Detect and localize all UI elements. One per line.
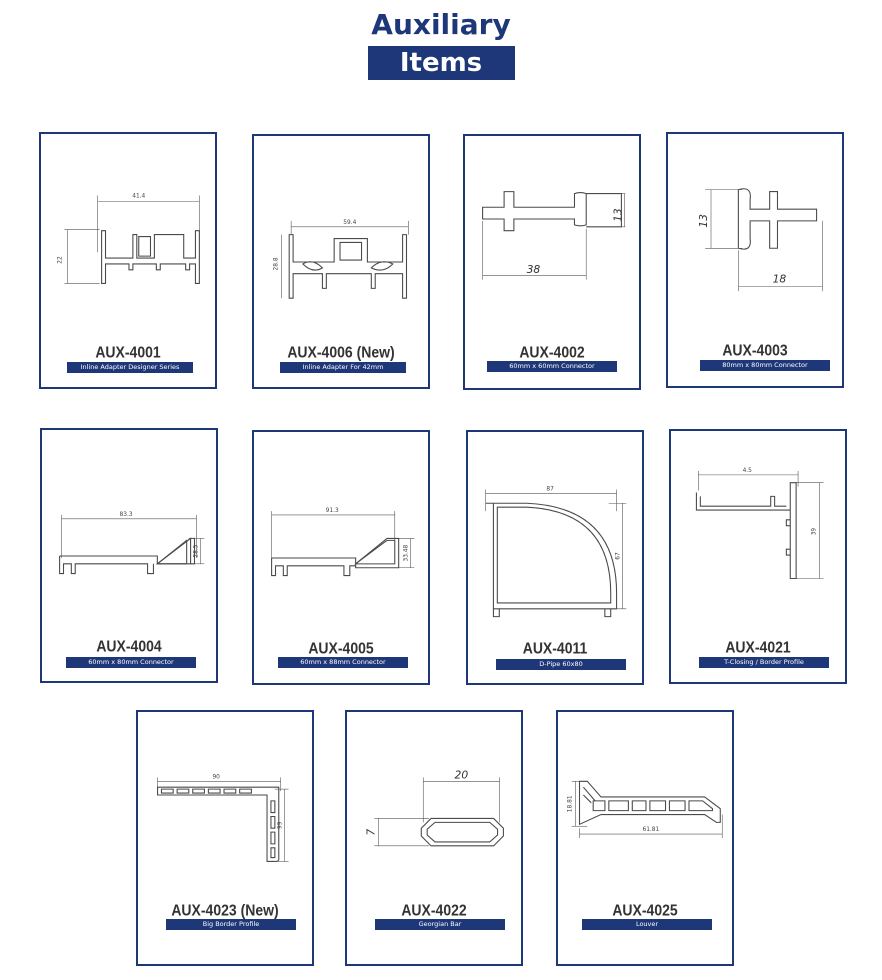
product-caption: Georgian Bar: [375, 919, 505, 930]
product-caption: 80mm x 80mm Connector: [700, 360, 830, 371]
page-title: Auxiliary Items: [0, 6, 882, 80]
product-caption: 60mm x 60mm Connector: [487, 361, 617, 372]
profile-drawing-aux-4023: 90 99: [157, 774, 289, 862]
profile-drawing-aux-4022: 20 7: [364, 768, 504, 847]
product-code: AUX-4025: [612, 900, 678, 920]
product-card-aux-4022[interactable]: 20 7 AUX-4022 Georgian Bar: [345, 710, 523, 966]
product-code: AUX-4002: [519, 342, 585, 362]
dim-label: 20: [455, 768, 469, 781]
product-code: AUX-4021: [725, 637, 791, 657]
product-card-aux-4001[interactable]: 41.4 22 AUX-4001 Inline Adapter Designer…: [39, 132, 217, 389]
product-caption: 60mm x 88mm Connector: [278, 657, 408, 668]
dim-label: 91.3: [326, 508, 339, 514]
profile-drawing-aux-4011: 87 67: [485, 487, 627, 618]
profile-drawing-aux-4025: 18.81 61.81: [568, 780, 723, 838]
product-caption: Inline Adapter Designer Series: [67, 362, 193, 373]
dim-label: 59.4: [343, 220, 356, 226]
product-card-aux-4025[interactable]: 18.81 61.81 AUX-4025 Louver: [556, 710, 734, 966]
product-code: AUX-4004: [96, 636, 162, 656]
dim-label: 28.8: [273, 257, 279, 270]
product-caption: Louver: [582, 919, 712, 930]
title-line-2-banner: Items: [367, 46, 515, 80]
dim-label: 99: [278, 821, 284, 829]
profile-drawing-aux-4003: 13 18: [697, 188, 823, 292]
dim-label: 61.81: [642, 827, 659, 833]
dim-label: 90: [212, 774, 220, 780]
profile-drawing-aux-4004: 83.3 28.5: [59, 512, 205, 575]
dim-label: 7: [364, 829, 377, 836]
profile-drawing-aux-4006: 59.4 28.8: [273, 220, 409, 299]
product-caption: Big Border Profile: [166, 919, 296, 930]
dim-label: 22: [58, 256, 64, 264]
dim-label: 67: [616, 552, 622, 560]
product-caption: Inline Adapter For 42mm: [280, 362, 406, 373]
dim-label: 4.5: [743, 468, 753, 474]
product-code: AUX-4022: [401, 900, 467, 920]
dim-label: 18.81: [568, 795, 574, 812]
product-caption: T-Closing / Border Profile: [699, 657, 829, 668]
product-code: AUX-4001: [95, 342, 161, 362]
dim-label: 33.48: [403, 544, 409, 561]
profile-drawing-aux-4005: 91.3 33.48: [271, 508, 415, 577]
product-card-aux-4004[interactable]: 83.3 28.5 AUX-4004 60mm x 80mm Connector: [40, 428, 218, 683]
product-code: AUX-4006 (New): [287, 342, 395, 362]
product-card-aux-4005[interactable]: 91.3 33.48 AUX-4005 60mm x 88mm Connecto…: [252, 430, 430, 685]
dim-label: 13: [697, 214, 710, 228]
product-code: AUX-4023 (New): [171, 900, 279, 920]
product-caption: D-Pipe 60x80: [496, 659, 626, 670]
product-card-aux-4006[interactable]: 59.4 28.8 AUX-4006 (New) Inline Adapter …: [252, 134, 430, 389]
dim-label: 38: [527, 263, 541, 276]
product-code: AUX-4011: [522, 638, 588, 658]
dim-label: 28.5: [193, 544, 199, 557]
profile-drawing-aux-4021: 4.5 39: [695, 468, 824, 580]
profile-drawing-aux-4002: 13 38: [482, 191, 626, 280]
title-line-1: Auxiliary: [371, 8, 511, 41]
product-code: AUX-4003: [722, 340, 788, 360]
dim-label: 39: [812, 528, 818, 536]
product-code: AUX-4005: [308, 638, 374, 658]
dim-label: 83.3: [120, 512, 133, 518]
product-card-aux-4023[interactable]: 90 99 AUX-4023 (New) Big Border Profile: [136, 710, 314, 966]
product-card-aux-4021[interactable]: 4.5 39 AUX-4021 T-Closing / Border Profi…: [669, 429, 847, 684]
product-caption: 60mm x 80mm Connector: [66, 657, 196, 668]
product-card-aux-4002[interactable]: 13 38 AUX-4002 60mm x 60mm Connector: [463, 134, 641, 390]
product-card-aux-4011[interactable]: 87 67 AUX-4011 D-Pipe 60x80: [466, 430, 644, 685]
dim-label: 87: [546, 487, 554, 493]
profile-drawing-aux-4001: 41.4 22: [58, 193, 200, 285]
dim-label: 13: [611, 208, 624, 222]
dim-label: 41.4: [132, 193, 145, 199]
dim-label: 18: [773, 272, 787, 285]
product-card-aux-4003[interactable]: 13 18 AUX-4003 80mm x 80mm Connector: [666, 132, 844, 388]
